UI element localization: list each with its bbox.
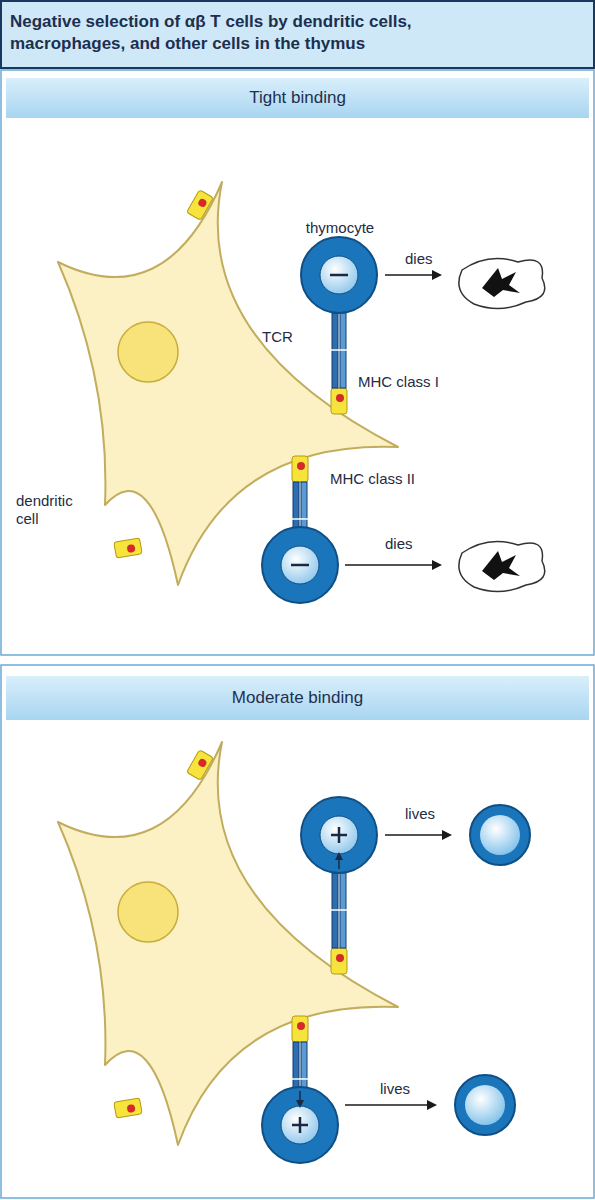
- minus-sign: [291, 564, 309, 567]
- arrow: [345, 564, 440, 566]
- label: lives: [405, 805, 435, 823]
- moderate-binding-scene: [58, 742, 530, 1163]
- label: MHC class I: [358, 373, 439, 391]
- band-heading: Tight binding: [249, 88, 346, 108]
- signal-arrow: [299, 1091, 301, 1106]
- arrow: [385, 274, 440, 276]
- panel-frame: [1, 665, 594, 1198]
- plus-sign: [292, 1117, 308, 1133]
- diagram-title: Negative selection of αβ T cells by dend…: [10, 11, 510, 55]
- living-cell: [470, 805, 530, 865]
- label: MHC class II: [330, 470, 415, 488]
- minus-sign: [330, 274, 348, 277]
- arrow: [345, 1104, 435, 1106]
- arrow: [385, 834, 450, 836]
- panel-frame: [1, 70, 594, 655]
- label: dies: [405, 250, 433, 268]
- living-cell: [455, 1075, 515, 1135]
- label: lives: [380, 1080, 410, 1098]
- title-box: [1, 1, 594, 68]
- label: thymocyte: [290, 219, 390, 237]
- tight-binding-scene: [58, 182, 545, 603]
- label: dendritic cell: [16, 492, 91, 528]
- signal-arrow: [338, 854, 340, 869]
- section-band: Moderate binding: [6, 676, 589, 720]
- plus-sign: [331, 827, 347, 843]
- label: TCR: [262, 328, 293, 346]
- section-band: Tight binding: [6, 78, 589, 118]
- label: dies: [385, 535, 413, 553]
- band-heading: Moderate binding: [232, 688, 363, 708]
